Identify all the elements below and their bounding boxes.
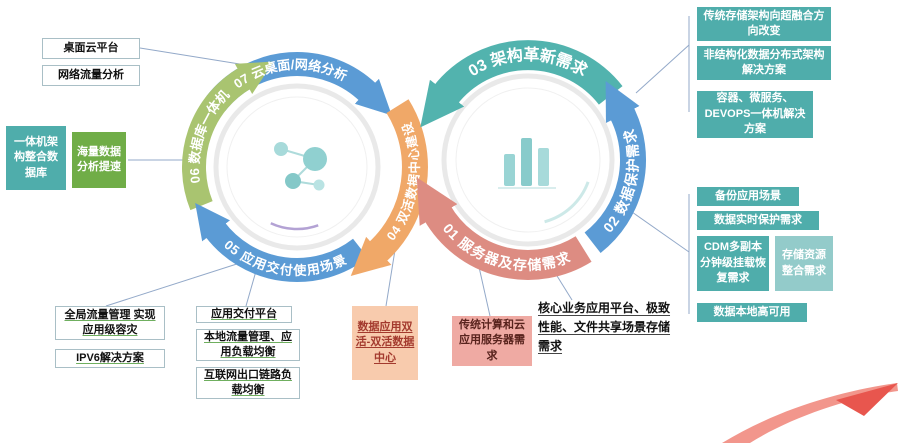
- callout-realtime-protection: 数据实时保护需求: [697, 211, 819, 230]
- callout-dual-active-dc: 数据应用双活-双活数据中心: [352, 306, 418, 380]
- callout-internet-link-lb: 互联网出口链路负载均衡: [196, 367, 300, 399]
- callout-ipv6-solution: IPV6解决方案: [55, 349, 165, 368]
- left-wheel-inner-disc: [226, 96, 368, 238]
- connector-top-right: [635, 44, 690, 94]
- network-nodes-icon: [274, 142, 327, 191]
- segment-01-arc: [416, 177, 592, 280]
- callout-aio-architecture-db: 一体机架构整合数据库: [6, 126, 66, 190]
- callout-desktop-cloud-platform: 桌面云平台: [42, 38, 140, 59]
- callout-global-traffic-dr: 全局流量管理 实现应用级容灾: [55, 306, 165, 340]
- left-wheel: 07 云桌面/网络分析 06 数据库一体机 05 应用交付使用场景 04 双活数…: [182, 52, 428, 282]
- red-swoosh-tip: [836, 383, 898, 416]
- red-swoosh: [722, 383, 898, 443]
- segment-04-arc: [350, 99, 428, 277]
- connector-dual-active: [385, 249, 396, 307]
- callout-unstructured-distributed: 非结构化数据分布式架构解决方案: [697, 46, 831, 80]
- callout-cdm-recovery: CDM多副本分钟级挂载恢复需求: [697, 236, 769, 291]
- right-wheel-teal-arc: [544, 181, 590, 224]
- callout-network-traffic-analysis: 网络流量分析: [42, 65, 140, 86]
- callout-core-business-storage: 核心业务应用平台、极致性能、文件共享场景存储需求: [538, 301, 671, 354]
- callout-local-traffic-lb: 本地流量管理、应用负载均衡: [196, 329, 300, 361]
- callout-mass-data-speed: 海量数据分析提速: [72, 132, 126, 188]
- left-wheel-gray-ring: [213, 83, 381, 251]
- right-wheel-gray-ring: [441, 73, 615, 247]
- callout-app-delivery-platform: 应用交付平台: [196, 306, 292, 323]
- connector-top-left: [139, 47, 253, 67]
- connector-lines: [105, 16, 690, 317]
- callout-container-devops: 容器、微服务、DEVOPS一体机解决方案: [697, 91, 813, 138]
- connector-bottom-right: [631, 211, 690, 253]
- callout-traditional-cloud-server: 传统计算和云应用服务器需求: [452, 316, 532, 366]
- segment-06-arc: [182, 61, 274, 211]
- right-wheel: 03 架构革新需求 02 数据保护需求 01 服务器及存储需求: [416, 40, 646, 280]
- segment-03-arc: [420, 40, 623, 128]
- left-wheel-purple-arc: [270, 222, 319, 231]
- bar-chart-icon: [498, 138, 556, 189]
- callout-backup-scenario: 备份应用场景: [697, 187, 799, 206]
- callout-local-ha: 数据本地高可用: [697, 303, 807, 322]
- callout-storage-consolidation: 存储资源整合需求: [775, 236, 833, 291]
- segment-02-arc: [584, 80, 646, 253]
- segment-05-arc: [195, 203, 368, 282]
- callout-storage-hci: 传统存储架构向超融合方向改变: [697, 7, 831, 41]
- connector-bottom-left-a: [105, 261, 244, 307]
